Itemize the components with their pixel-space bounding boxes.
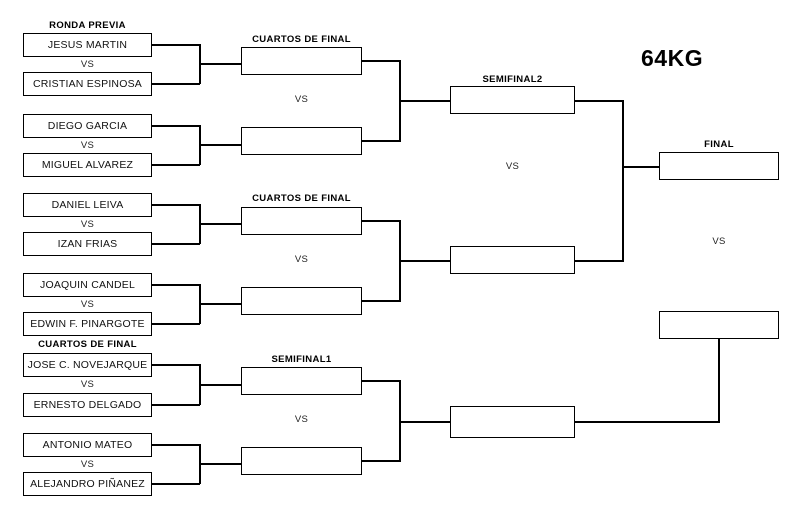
weight-class-title: 64KG [641, 45, 704, 71]
vs-label: VS [80, 459, 95, 470]
vs-label: VS [80, 379, 95, 390]
connector-line [199, 463, 242, 465]
round-label-cuartos: CUARTOS DE FINAL [252, 193, 351, 204]
competitor-box[interactable]: DIEGO GARCIA [23, 114, 152, 138]
competitor-box[interactable]: MIGUEL ALVAREZ [23, 153, 152, 177]
connector-line [199, 303, 242, 305]
round-label-ronda-previa: RONDA PREVIA [49, 20, 126, 31]
competitor-box[interactable]: EDWIN F. PINARGOTE [23, 312, 152, 336]
competitor-name: IZAN FRIAS [57, 237, 118, 250]
connector-line [199, 144, 242, 146]
connector-line [575, 260, 624, 262]
competitor-name: ERNESTO DELGADO [33, 398, 142, 411]
competitor-box[interactable]: ALEJANDRO PIÑANEZ [23, 472, 152, 496]
vs-label: VS [294, 94, 309, 105]
connector-line [362, 140, 401, 142]
connector-line [199, 384, 242, 386]
connector-line [152, 164, 200, 166]
vs-label: VS [505, 161, 520, 172]
connector-line [362, 460, 401, 462]
connector-line [362, 300, 401, 302]
round-label-cuartos-left: CUARTOS DE FINAL [38, 339, 137, 350]
competitor-box[interactable]: JOAQUIN CANDEL [23, 273, 152, 297]
vs-label: VS [712, 236, 726, 247]
connector-line [399, 260, 451, 262]
slot-box[interactable] [241, 127, 362, 155]
slot-box[interactable] [450, 406, 575, 438]
competitor-name: JOSE C. NOVEJARQUE [27, 358, 148, 371]
connector-line [362, 380, 401, 382]
slot-box[interactable] [241, 287, 362, 315]
connector-line [622, 166, 660, 168]
competitor-name: ANTONIO MATEO [42, 438, 133, 451]
vs-label: VS [80, 219, 95, 230]
competitor-box[interactable]: ANTONIO MATEO [23, 433, 152, 457]
vs-label: VS [80, 299, 95, 310]
slot-box[interactable] [241, 367, 362, 395]
competitor-box[interactable]: JOSE C. NOVEJARQUE [23, 353, 152, 377]
slot-box[interactable] [450, 246, 575, 274]
competitor-box[interactable]: ERNESTO DELGADO [23, 393, 152, 417]
connector-line [152, 125, 200, 127]
connector-line [399, 100, 451, 102]
connector-line [362, 60, 401, 62]
connector-line [152, 83, 200, 85]
slot-box[interactable] [241, 207, 362, 235]
final-slot-box[interactable] [659, 152, 779, 180]
competitor-name: ALEJANDRO PIÑANEZ [30, 477, 145, 490]
competitor-name: JESUS MARTIN [47, 38, 128, 51]
competitor-name: EDWIN F. PINARGOTE [30, 317, 145, 330]
connector-line [575, 421, 720, 423]
competitor-name: JOAQUIN CANDEL [40, 278, 135, 291]
competitor-box[interactable]: IZAN FRIAS [23, 232, 152, 256]
competitor-box[interactable]: JESUS MARTIN [23, 33, 152, 57]
competitor-name: DIEGO GARCIA [47, 119, 128, 132]
connector-line [152, 243, 200, 245]
slot-box[interactable] [241, 447, 362, 475]
connector-line [362, 220, 401, 222]
vs-label: VS [294, 414, 309, 425]
round-label-semifinal2: SEMIFINAL2 [482, 74, 543, 85]
slot-box[interactable] [450, 86, 575, 114]
connector-line [152, 483, 200, 485]
connector-line [152, 284, 200, 286]
slot-box[interactable] [241, 47, 362, 75]
vs-label: VS [80, 140, 95, 151]
connector-line [152, 323, 200, 325]
connector-line [399, 380, 401, 461]
competitor-name: DANIEL LEIVA [51, 198, 124, 211]
connector-line [575, 100, 624, 102]
final-slot-box[interactable] [659, 311, 779, 339]
connector-line [152, 44, 200, 46]
competitor-name: MIGUEL ALVAREZ [41, 158, 134, 171]
competitor-name: CRISTIAN ESPINOSA [32, 77, 142, 90]
connector-line [152, 404, 200, 406]
connector-line [399, 421, 451, 423]
connector-line [199, 63, 242, 65]
connector-line [622, 100, 624, 261]
competitor-box[interactable]: DANIEL LEIVA [23, 193, 152, 217]
connector-line [199, 223, 242, 225]
round-label-semifinal1: SEMIFINAL1 [271, 354, 332, 365]
competitor-box[interactable]: CRISTIAN ESPINOSA [23, 72, 152, 96]
vs-label: VS [80, 59, 95, 70]
round-label-cuartos: CUARTOS DE FINAL [252, 34, 351, 45]
vs-label: VS [294, 254, 309, 265]
connector-line [152, 364, 200, 366]
connector-line [152, 444, 200, 446]
connector-line [152, 204, 200, 206]
round-label-final: FINAL [704, 139, 734, 150]
connector-line [718, 339, 720, 423]
